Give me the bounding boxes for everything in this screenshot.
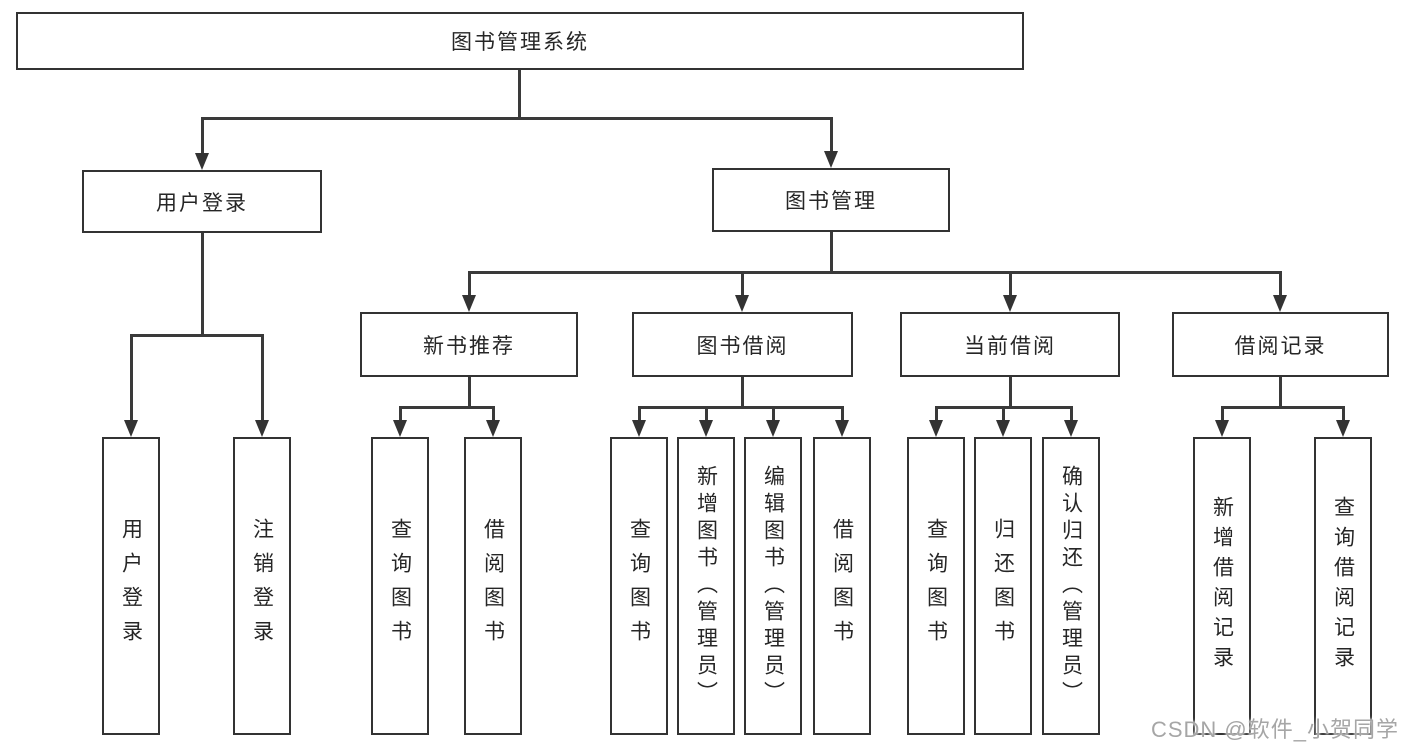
- node-user-login: 用户登录: [82, 170, 322, 233]
- arrowhead-down-icon: [735, 295, 749, 312]
- connector-hline: [467, 270, 1282, 274]
- connector-vline: [129, 335, 133, 421]
- connector-vline: [517, 70, 521, 118]
- leaf-label: 查询借阅记录: [1331, 496, 1355, 676]
- connector-vline: [740, 272, 744, 296]
- connector-vline: [1278, 377, 1282, 407]
- connector-vline: [637, 407, 641, 421]
- arrowhead-down-icon: [1336, 420, 1350, 437]
- leaf-label: 借阅图书: [481, 518, 505, 654]
- connector-vline: [1008, 377, 1012, 407]
- node-new-book-recommend: 新书推荐: [360, 312, 578, 377]
- connector-vline: [1220, 407, 1224, 421]
- connector-vline: [934, 407, 938, 421]
- arrowhead-down-icon: [195, 153, 209, 170]
- connector-vline: [704, 407, 708, 421]
- leaf-confirm-return-admin: 确认归还（管理员）: [1042, 437, 1100, 735]
- leaf-query-borrow-record: 查询借阅记录: [1314, 437, 1372, 735]
- leaf-query-books-borrowing: 查询图书: [610, 437, 668, 735]
- leaf-label: 新增图书（管理员）: [694, 464, 718, 708]
- connector-hline: [129, 333, 264, 337]
- leaf-label: 新增借阅记录: [1210, 496, 1234, 676]
- leaf-query-books-current: 查询图书: [907, 437, 965, 735]
- connector-hline: [1220, 405, 1345, 409]
- leaf-label: 确认归还（管理员）: [1059, 464, 1083, 708]
- node-library-management-system: 图书管理系统: [16, 12, 1024, 70]
- node-label: 当前借阅: [964, 334, 1056, 358]
- node-book-borrowing: 图书借阅: [632, 312, 853, 377]
- arrowhead-down-icon: [632, 420, 646, 437]
- connector-vline: [1069, 407, 1073, 421]
- arrowhead-down-icon: [486, 420, 500, 437]
- arrowhead-down-icon: [996, 420, 1010, 437]
- node-borrowing-records: 借阅记录: [1172, 312, 1389, 377]
- connector-vline: [260, 335, 264, 421]
- connector-vline: [1341, 407, 1345, 421]
- leaf-label: 注销登录: [250, 518, 274, 654]
- arrowhead-down-icon: [824, 151, 838, 168]
- leaf-return-books: 归还图书: [974, 437, 1032, 735]
- node-book-management: 图书管理: [712, 168, 950, 232]
- connector-vline: [740, 377, 744, 407]
- connector-hline: [934, 405, 1073, 409]
- connector-vline: [491, 407, 495, 421]
- arrowhead-down-icon: [462, 295, 476, 312]
- node-label: 新书推荐: [423, 334, 515, 358]
- leaf-borrow-books-recommend: 借阅图书: [464, 437, 522, 735]
- arrowhead-down-icon: [1064, 420, 1078, 437]
- node-label: 用户登录: [156, 191, 248, 215]
- leaf-label: 归还图书: [991, 518, 1015, 654]
- connector-hline: [637, 405, 844, 409]
- leaf-user-login: 用户登录: [102, 437, 160, 735]
- watermark-text: CSDN @软件_小贺同学: [1150, 717, 1399, 742]
- node-label: 图书借阅: [696, 334, 789, 358]
- connector-vline: [840, 407, 844, 421]
- leaf-label: 查询图书: [388, 518, 412, 654]
- arrowhead-down-icon: [699, 420, 713, 437]
- leaf-query-books-recommend: 查询图书: [371, 437, 429, 735]
- connector-vline: [1001, 407, 1005, 421]
- arrowhead-down-icon: [766, 420, 780, 437]
- leaf-add-borrow-record: 新增借阅记录: [1193, 437, 1251, 735]
- arrowhead-down-icon: [255, 420, 269, 437]
- leaf-label: 借阅图书: [830, 518, 854, 654]
- node-label: 图书管理系统: [451, 31, 589, 54]
- arrowhead-down-icon: [929, 420, 943, 437]
- arrowhead-down-icon: [1215, 420, 1229, 437]
- connector-vline: [200, 233, 204, 335]
- connector-hline: [398, 405, 495, 409]
- connector-vline: [398, 407, 402, 421]
- connector-hline: [200, 116, 833, 120]
- leaf-label: 查询图书: [627, 518, 651, 654]
- arrowhead-down-icon: [124, 420, 138, 437]
- leaf-label: 编辑图书（管理员）: [761, 464, 785, 708]
- connector-vline: [200, 118, 204, 154]
- arrowhead-down-icon: [1003, 295, 1017, 312]
- leaf-edit-books-admin: 编辑图书（管理员）: [744, 437, 802, 735]
- leaf-borrow-books: 借阅图书: [813, 437, 871, 735]
- connector-vline: [467, 377, 471, 407]
- arrowhead-down-icon: [835, 420, 849, 437]
- leaf-add-books-admin: 新增图书（管理员）: [677, 437, 735, 735]
- connector-vline: [829, 118, 833, 152]
- connector-vline: [771, 407, 775, 421]
- arrowhead-down-icon: [393, 420, 407, 437]
- leaf-logout: 注销登录: [233, 437, 291, 735]
- node-label: 图书管理: [785, 190, 877, 213]
- connector-vline: [829, 232, 833, 272]
- leaf-label: 查询图书: [924, 518, 948, 654]
- connector-vline: [1008, 272, 1012, 296]
- arrowhead-down-icon: [1273, 295, 1287, 312]
- connector-vline: [467, 272, 471, 296]
- connector-vline: [1278, 272, 1282, 296]
- node-label: 借阅记录: [1234, 334, 1327, 358]
- leaf-label: 用户登录: [119, 518, 143, 654]
- node-current-borrowing: 当前借阅: [900, 312, 1120, 377]
